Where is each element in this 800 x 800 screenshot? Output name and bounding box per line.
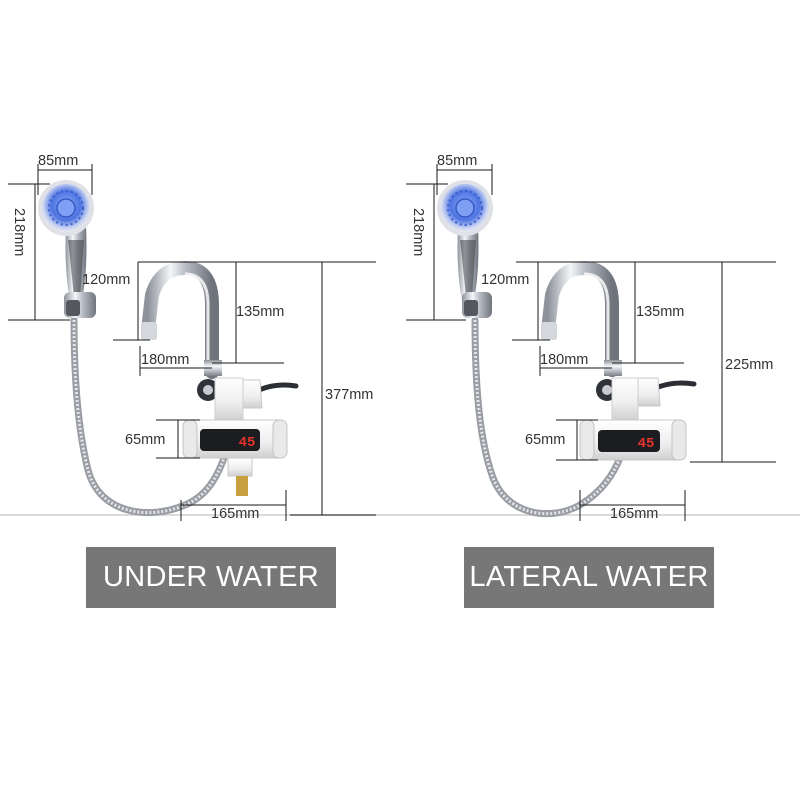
dim-total-height: 377mm [325, 387, 373, 403]
right-dimension-lines [406, 164, 776, 521]
banner-lateral-water: LATERAL WATER [464, 547, 714, 608]
shower-holder [64, 292, 96, 318]
dim-head-width: 85mm [437, 153, 477, 169]
right-product: 45 85mm 218 [406, 153, 776, 522]
heater-body: 45 [182, 377, 288, 496]
dim-spout-reach: 180mm [540, 352, 588, 368]
left-product: 45 [8, 153, 376, 522]
shower-hose [471, 316, 624, 518]
temperature-display: 45 [638, 436, 655, 452]
left-dimension-lines [8, 164, 376, 521]
dim-handle-height: 218mm [11, 208, 27, 256]
faucet-spout [141, 260, 222, 379]
banner-under-water-label: UNDER WATER [103, 561, 319, 593]
faucet-spout [541, 260, 622, 377]
control-knob [596, 377, 697, 407]
shower-head [38, 180, 94, 300]
banner-under-water: UNDER WATER [86, 547, 336, 608]
temperature-display: 45 [239, 435, 256, 451]
heater-body: 45 [579, 377, 687, 461]
banner-lateral-water-label: LATERAL WATER [469, 561, 709, 593]
control-knob [197, 379, 299, 409]
shower-hose [70, 316, 229, 517]
shower-holder [462, 292, 492, 318]
dim-total-height: 225mm [725, 357, 773, 373]
dim-spout-drop: 135mm [236, 304, 284, 320]
dim-spout-height: 120mm [481, 272, 529, 288]
dim-body-width: 165mm [610, 506, 658, 522]
dim-spout-reach: 180mm [141, 352, 189, 368]
dim-spout-height: 120mm [82, 272, 130, 288]
dim-handle-height: 218mm [410, 208, 426, 256]
shower-head [437, 180, 493, 300]
dim-spout-drop: 135mm [636, 304, 684, 320]
dim-body-height: 65mm [125, 432, 165, 448]
dim-body-height: 65mm [525, 432, 565, 448]
dim-body-width: 165mm [211, 506, 259, 522]
dim-head-width: 85mm [38, 153, 78, 169]
